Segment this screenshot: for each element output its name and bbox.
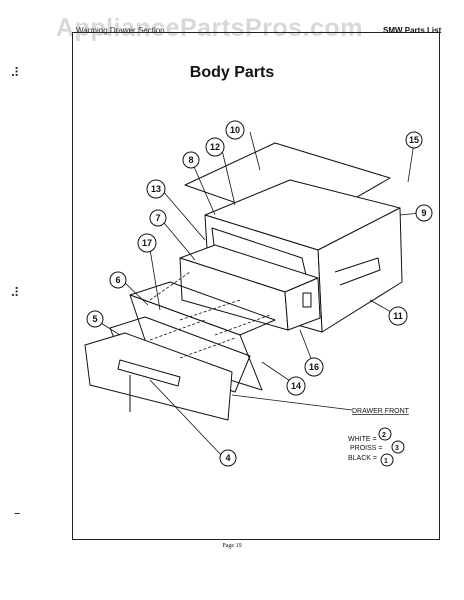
callout-16: 16: [304, 357, 324, 377]
svg-text:PROISS =: PROISS =: [350, 445, 382, 452]
callout-10: 10: [225, 120, 245, 140]
watermark: AppliancePartsPros.com: [56, 14, 363, 42]
callout-9: 9: [415, 204, 433, 222]
binder-mark: ⠼: [10, 66, 20, 81]
callout-11: 11: [388, 306, 408, 326]
svg-text:9: 9: [421, 208, 426, 218]
callout-14: 14: [286, 376, 306, 396]
binder-mark: ⠼: [10, 286, 20, 301]
svg-text:15: 15: [409, 135, 419, 145]
callout-13: 13: [146, 179, 166, 199]
panel-frame-body: [129, 294, 263, 391]
parts-list-title: SMW Parts List: [383, 26, 442, 35]
svg-text:8: 8: [188, 155, 193, 165]
svg-text:17: 17: [142, 238, 152, 248]
svg-text:WHITE =: WHITE =: [348, 436, 377, 443]
binder-mark: –: [14, 506, 21, 521]
side-slot: [334, 257, 381, 286]
callout-15: 15: [405, 131, 423, 149]
section-title: Warming Drawer Section: [76, 26, 165, 35]
latch: [302, 292, 312, 308]
drawer-front-label: DRAWER FRONT: [352, 408, 410, 415]
svg-text:10: 10: [230, 125, 240, 135]
svg-text:6: 6: [115, 275, 120, 285]
page-frame: [72, 32, 440, 540]
svg-text:5: 5: [92, 314, 97, 324]
callout-17: 17: [137, 233, 157, 253]
callout-6: 6: [109, 271, 127, 289]
color-key: WHITE = 2 PROISS = 3 BLACK = 1: [348, 427, 405, 467]
svg-text:7: 7: [155, 213, 160, 223]
svg-text:4: 4: [225, 453, 230, 463]
callout-7: 7: [149, 209, 167, 227]
page-title: Body Parts: [189, 64, 275, 81]
svg-text:2: 2: [382, 432, 386, 439]
callout-8: 8: [182, 151, 200, 169]
page-number: Page 19: [222, 543, 242, 549]
svg-text:12: 12: [210, 142, 220, 152]
callout-12: 12: [205, 137, 225, 157]
svg-text:3: 3: [395, 445, 399, 452]
callout-5: 5: [86, 310, 104, 328]
callout-4: 4: [219, 449, 237, 467]
svg-text:13: 13: [151, 184, 161, 194]
svg-text:1: 1: [384, 458, 388, 465]
handle-cutout: [117, 359, 181, 387]
svg-text:16: 16: [309, 362, 319, 372]
drawer-front: [84, 332, 233, 421]
svg-text:14: 14: [291, 381, 301, 391]
svg-text:BLACK =: BLACK =: [348, 455, 377, 462]
svg-text:11: 11: [393, 311, 403, 321]
